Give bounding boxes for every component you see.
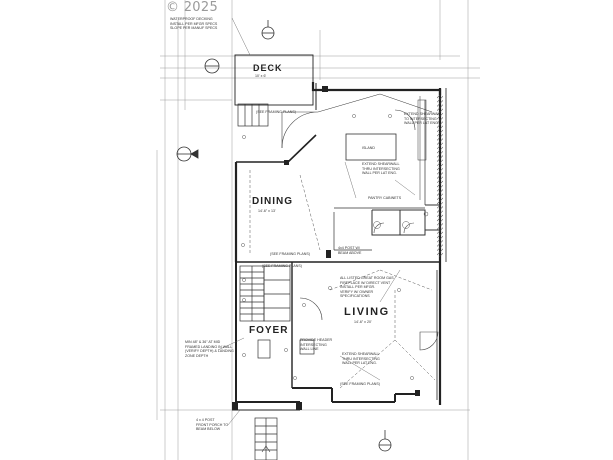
framing-note-2: (SEE FRAMING PLANS) — [270, 252, 310, 256]
dining-dimension: 14'-6" x 13' — [258, 209, 276, 213]
post-note: 4x4 POST W/ BEAM ABOVE — [338, 246, 362, 255]
framing-note-3: (SEE FRAMING PLANS) — [262, 264, 302, 268]
exterior-walls — [232, 54, 447, 411]
room-label-dining: DINING — [252, 196, 293, 207]
header-note: PROVIDE HEADER INTERSECTING WALL LINE — [300, 338, 333, 351]
section-markers — [176, 20, 392, 452]
door-swings — [281, 109, 439, 351]
vault-lines — [249, 170, 436, 389]
landing-note: MIN 48" & 36" AT MID FRAMED LANDING IN W… — [185, 340, 234, 358]
living-dimension: 14'-6" x 20' — [354, 320, 372, 324]
deck-waterproof-note: WATERPROOF DECKING INSTALL PER MFGR SPEC… — [170, 17, 218, 30]
shearwall-note-3: EXTEND SHEARWALL THRU INTERSECTING WALL … — [342, 352, 380, 365]
grid-lines — [156, 0, 480, 460]
room-label-deck: DECK — [253, 63, 283, 73]
framing-note-1: (SEE FRAMING PLANS) — [256, 110, 296, 114]
interior-walls — [317, 93, 441, 251]
shearwall-note-1: EXTEND SHEARWALL TO INTERSECTING WALL PE… — [404, 112, 442, 125]
framing-note-4: (SEE FRAMING PLANS) — [340, 382, 380, 386]
deck-dimension: 10' x 6' — [255, 74, 267, 78]
stairs — [237, 103, 315, 460]
room-label-living: LIVING — [344, 306, 390, 318]
fixture-symbols — [241, 114, 429, 380]
pantry-note: PANTRY CABINETS — [368, 196, 402, 200]
leader-lines — [217, 17, 416, 426]
front-porch-note: 4 x 4 POST FRONT PORCH TO BEAM BELOW — [196, 418, 229, 431]
island-label: ISLAND — [362, 146, 375, 150]
shearwall-note-2: EXTEND SHEARWALL THRU INTERSECTING WALL … — [362, 162, 400, 175]
room-label-foyer: FOYER — [249, 325, 289, 336]
posts — [232, 86, 420, 410]
fireplace-note: ALL LISTED GREAT ROOM GAS FIREPLACE W/ D… — [340, 276, 394, 298]
copyright-watermark: © 2025 — [166, 0, 219, 15]
